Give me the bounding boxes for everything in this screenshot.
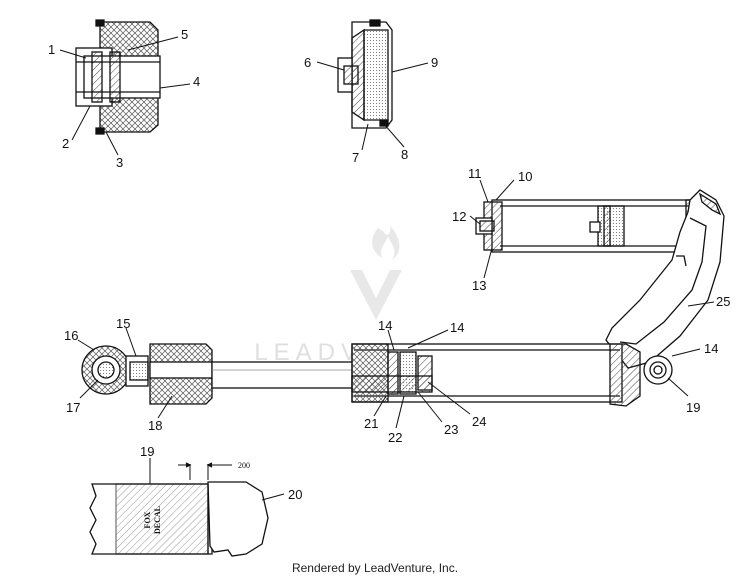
callout-4: 4 <box>193 74 200 89</box>
callout-19b: 19 <box>140 444 154 459</box>
callout-12: 12 <box>452 209 466 224</box>
callout-20: 20 <box>288 487 302 502</box>
dimension-label: 200 <box>238 461 250 470</box>
decal-text-line1: FOX <box>143 511 152 528</box>
shock-body-assembly <box>81 343 673 407</box>
callout-14c: 14 <box>704 341 718 356</box>
decal-detail <box>89 462 269 557</box>
decal-text-line2: DECAL <box>153 506 162 534</box>
callout-14a: 14 <box>378 318 392 333</box>
callout-23: 23 <box>444 422 458 437</box>
callout-7: 7 <box>352 150 359 165</box>
cap-assembly-6-9 <box>337 19 393 129</box>
callout-10: 10 <box>518 169 532 184</box>
reservoir-assembly <box>475 199 701 253</box>
callout-labels: 1 2 3 4 5 6 7 8 9 10 11 12 13 14 14 14 1… <box>48 27 730 502</box>
callout-19a: 19 <box>686 400 700 415</box>
callout-3: 3 <box>116 155 123 170</box>
callout-24: 24 <box>472 414 486 429</box>
callout-18: 18 <box>148 418 162 433</box>
callout-5: 5 <box>181 27 188 42</box>
fitting-assembly-1-5 <box>75 19 161 135</box>
reservoir-hose-bracket <box>605 189 725 369</box>
callout-16: 16 <box>64 328 78 343</box>
callout-9: 9 <box>431 55 438 70</box>
callout-25: 25 <box>716 294 730 309</box>
callout-11: 11 <box>468 166 482 181</box>
callout-17: 17 <box>66 400 80 415</box>
decal-text: FOX DECAL <box>143 506 162 534</box>
callout-13: 13 <box>472 278 486 293</box>
leader-lines <box>59 36 715 501</box>
callout-21: 21 <box>364 416 378 431</box>
callout-22: 22 <box>388 430 402 445</box>
callout-8: 8 <box>401 147 408 162</box>
callout-2: 2 <box>62 136 69 151</box>
callout-15: 15 <box>116 316 130 331</box>
callout-6: 6 <box>304 55 311 70</box>
footer-credit: Rendered by LeadVenture, Inc. <box>291 561 459 575</box>
callout-1: 1 <box>48 42 55 57</box>
callout-14b: 14 <box>450 320 464 335</box>
